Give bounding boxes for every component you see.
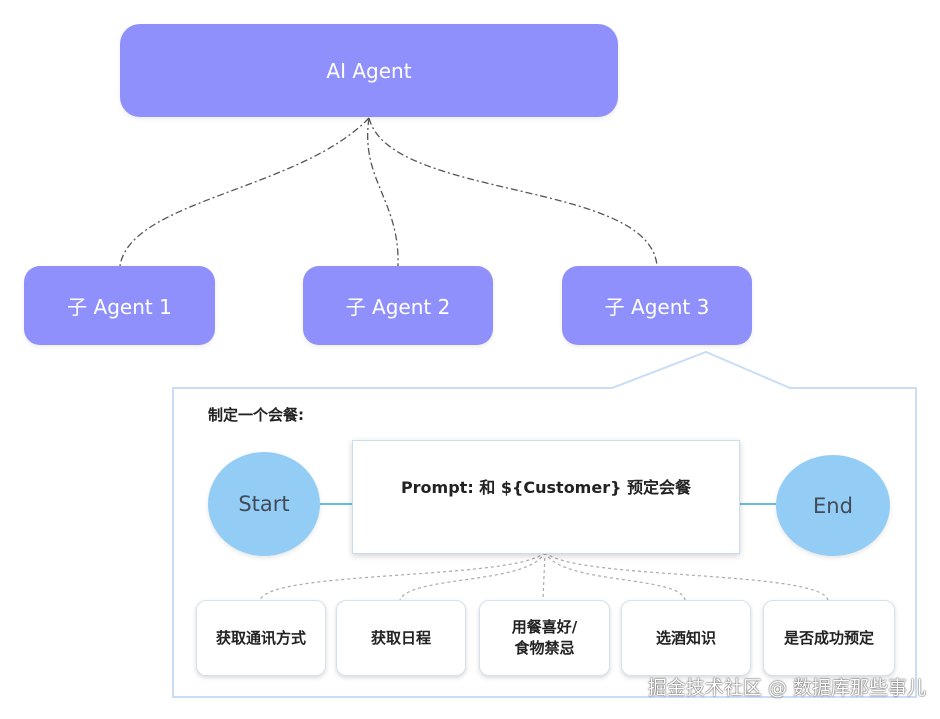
sub-agent-3-label: 子 Agent 3 <box>604 295 710 319</box>
end-label: End <box>813 493 853 518</box>
task-node-booking: 是否成功预定 <box>763 600 895 676</box>
task-label: 获取通讯方式 <box>215 628 306 647</box>
sub-agent-2-label: 子 Agent 2 <box>345 295 451 319</box>
task-node-contact: 获取通讯方式 <box>196 600 326 676</box>
link-prompt-task3 <box>542 551 546 601</box>
prompt-label: Prompt: 和 ${Customer} 预定会餐 <box>400 478 692 497</box>
task-label: 选酒知识 <box>655 628 716 647</box>
link-prompt-task5 <box>544 551 829 601</box>
watermark: 掘金技术社区 @ 数据库那些事儿 <box>647 677 926 699</box>
link-prompt-task1 <box>259 551 546 601</box>
task-label: 获取日程 <box>370 628 431 647</box>
task-node-preferences: 用餐喜好/ 食物禁忌 <box>479 600 610 676</box>
end-node: End <box>776 455 890 556</box>
sub-agent-2-node: 子 Agent 2 <box>303 266 493 345</box>
link-root-sub1 <box>119 117 370 267</box>
task-node-schedule: 获取日程 <box>336 600 466 676</box>
sub-agent-1-node: 子 Agent 1 <box>24 266 215 345</box>
start-node: Start <box>208 452 320 556</box>
root-agent-label: AI Agent <box>326 58 412 83</box>
link-prompt-task2 <box>399 551 546 601</box>
sub-agent-3-node: 子 Agent 3 <box>562 266 752 345</box>
task-label: 是否成功预定 <box>783 628 874 647</box>
start-label: Start <box>238 492 290 516</box>
link-root-sub3 <box>368 117 658 267</box>
root-agent-node: AI Agent <box>120 24 618 117</box>
task-node-wine: 选酒知识 <box>621 600 751 676</box>
detail-title: 制定一个会餐: <box>208 406 304 424</box>
task-label: 用餐喜好/ 食物禁忌 <box>511 618 578 657</box>
link-root-sub2 <box>367 117 399 267</box>
prompt-node: Prompt: 和 ${Customer} 预定会餐 <box>352 440 740 554</box>
link-prompt-task4 <box>544 551 686 601</box>
sub-agent-1-label: 子 Agent 1 <box>67 295 172 319</box>
